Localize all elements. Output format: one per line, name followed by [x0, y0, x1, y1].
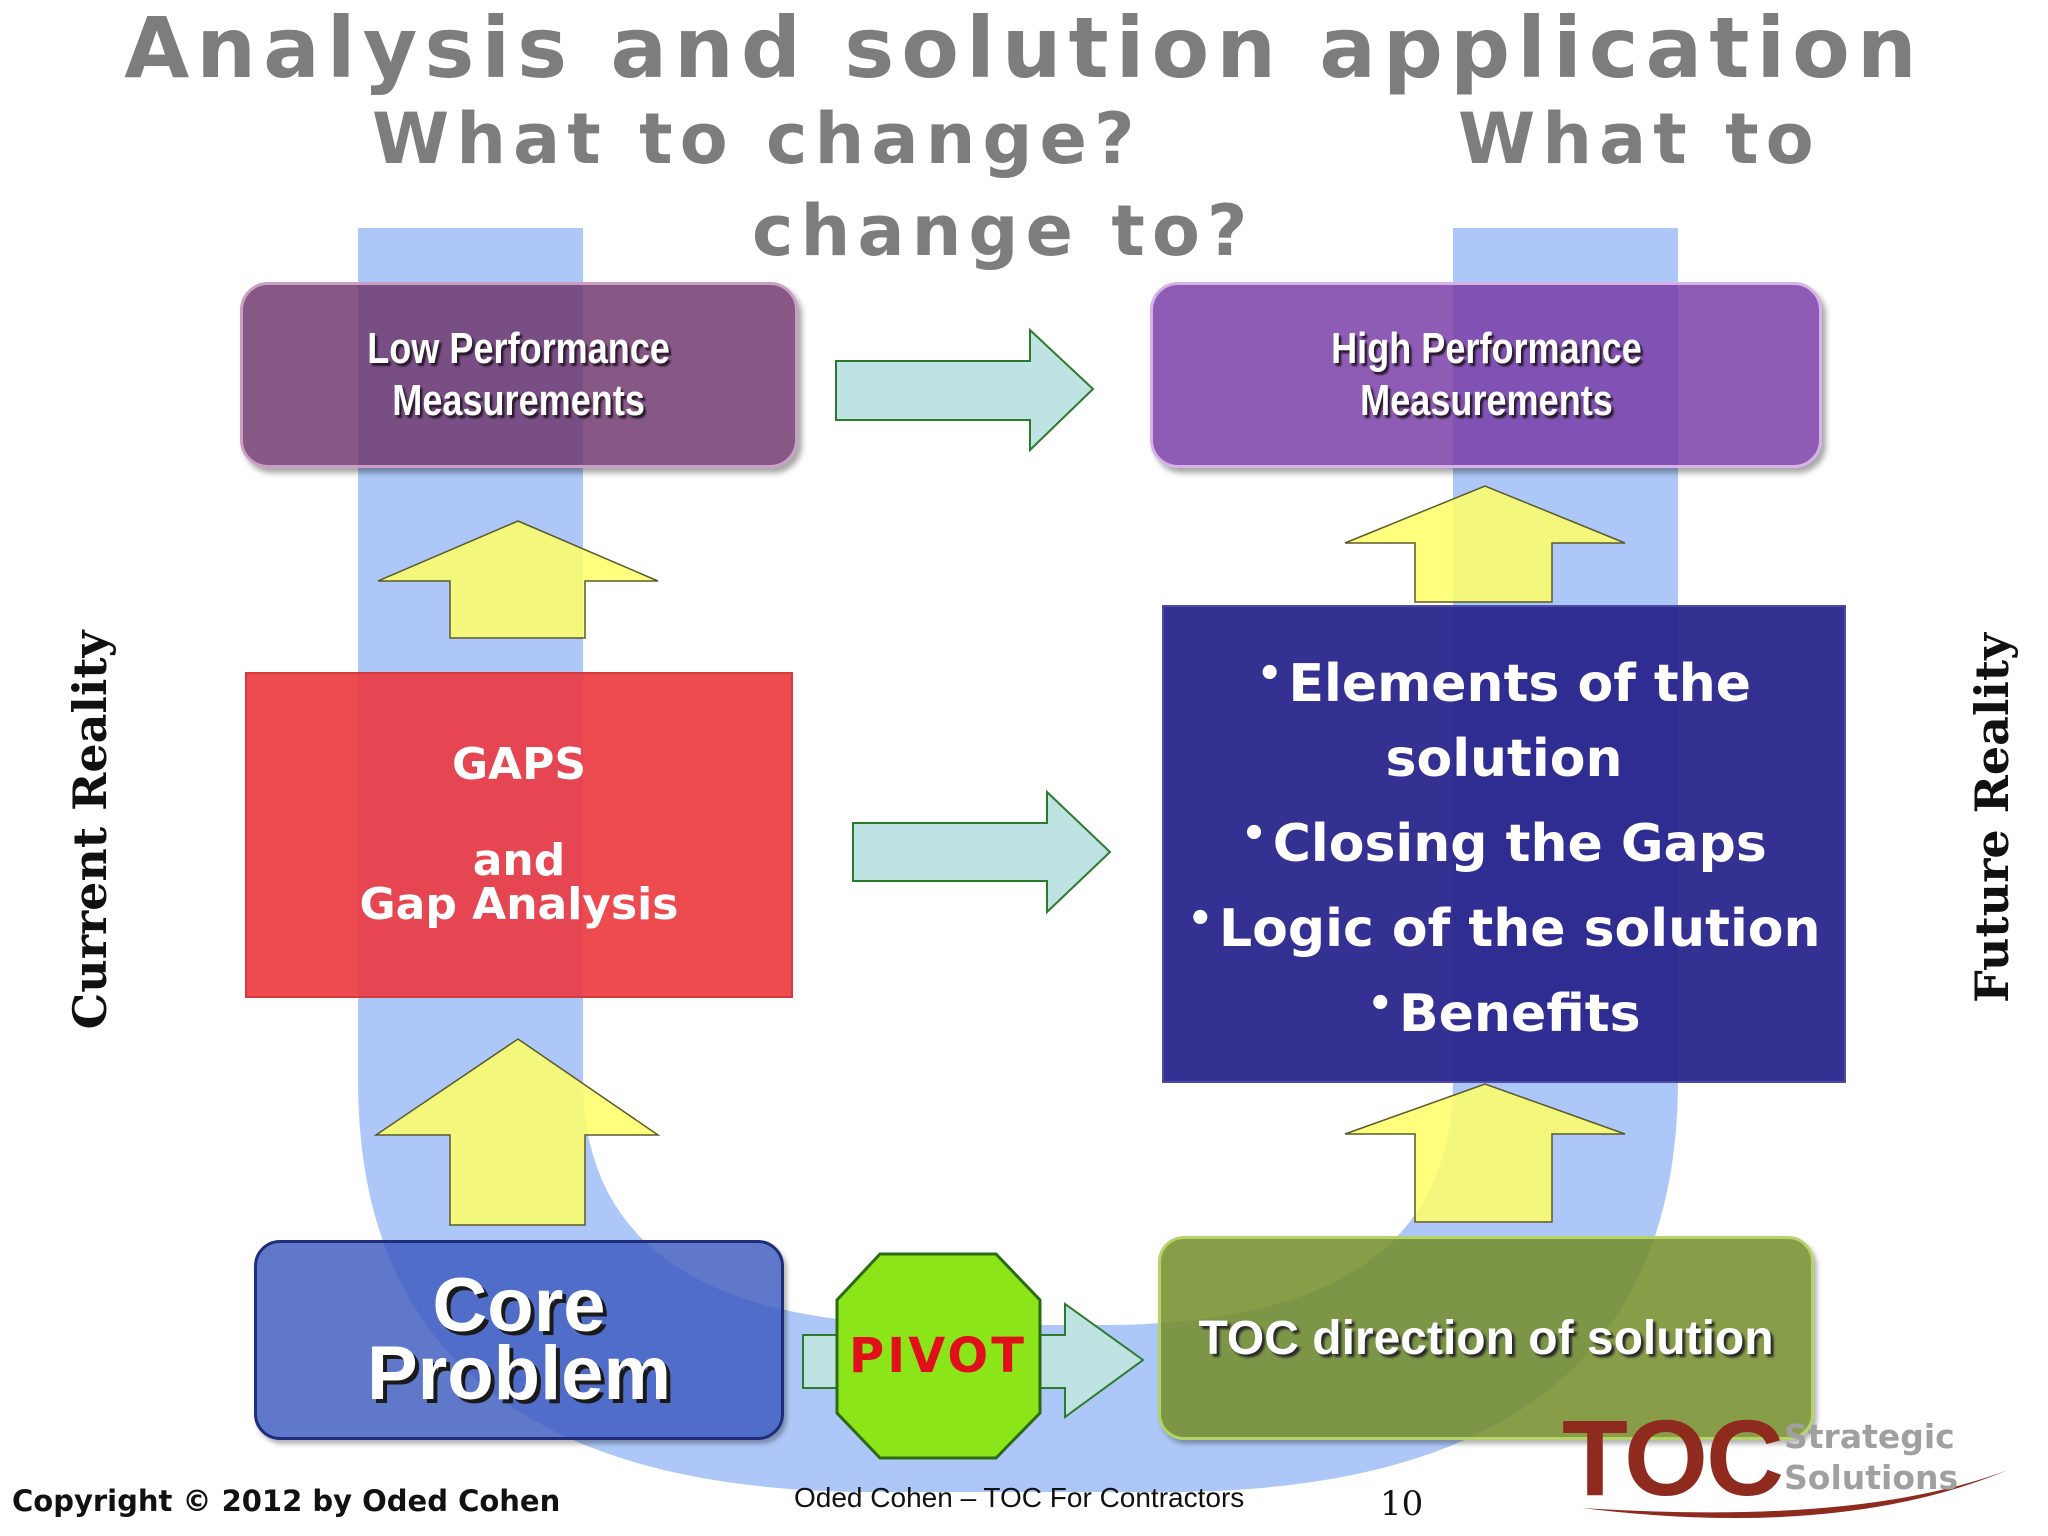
swoosh-icon [1582, 1470, 2008, 1519]
future-reality-label: Future Reality [1965, 633, 2019, 1003]
solution-list: •Elements of the solution •Closing the G… [1187, 637, 1820, 1052]
gaps-title: GAPS [451, 739, 587, 790]
question-what-to-change: What to change? [372, 98, 1142, 180]
solution-item-label: Closing the Gaps [1272, 813, 1767, 874]
copyright-text: Copyright © 2012 by Oded Cohen [12, 1484, 561, 1518]
gaps-box: GAPS and Gap Analysis [245, 672, 793, 998]
question-what-to-change-to-line1: What to [1458, 98, 1821, 180]
low-performance-box: Low Performance Measurements [240, 282, 798, 468]
page-number: 10 [1380, 1484, 1424, 1524]
core-problem-line2: Problem [366, 1331, 672, 1416]
solution-item-label: Elements of the [1288, 653, 1752, 714]
logo-line1: Strategic [1784, 1417, 1955, 1456]
question-what-to-change-to-line2: change to? [752, 190, 1255, 272]
logo-subtitle: Strategic Solutions [1784, 1416, 1958, 1498]
low-performance-line1: Low Performance [367, 324, 671, 373]
bullet-icon: • [1367, 980, 1394, 1027]
solution-item: •Logic of the solution [1187, 882, 1820, 967]
bullet-icon: • [1256, 650, 1283, 697]
up-arrow-icon [1344, 485, 1626, 603]
up-arrow-icon [1344, 1083, 1626, 1223]
logo-line2: Solutions [1784, 1458, 1959, 1497]
low-performance-line2: Measurements [392, 376, 646, 425]
toc-direction-label: TOC direction of solution [1198, 1311, 1774, 1365]
up-arrow-icon [377, 520, 659, 639]
solution-item-label: Logic of the solution [1219, 898, 1821, 959]
right-arrow-icon [835, 327, 1095, 453]
slide-title: Analysis and solution application [124, 0, 1924, 97]
gap-analysis-label: Gap Analysis [359, 879, 679, 930]
up-arrow-icon [373, 1038, 661, 1226]
bullet-icon: • [1187, 895, 1214, 942]
logo-toc: TOC [1562, 1397, 1784, 1518]
bullet-icon: • [1241, 810, 1267, 857]
solution-item-label-cont: solution [1385, 728, 1623, 789]
core-problem-line1: Core [432, 1263, 606, 1348]
solution-box: •Elements of the solution •Closing the G… [1162, 605, 1846, 1083]
pivot-label: PIVOT [849, 1328, 1027, 1384]
solution-item: •Closing the Gaps [1187, 797, 1820, 882]
high-performance-line1: High Performance [1330, 324, 1642, 373]
gaps-and: and [472, 835, 566, 886]
high-performance-line2: Measurements [1359, 376, 1613, 425]
right-arrow-icon [852, 789, 1112, 915]
toc-direction-box: TOC direction of solution [1158, 1236, 1814, 1440]
solution-item-label: Benefits [1399, 983, 1641, 1044]
solution-item: •Elements of the solution [1187, 637, 1820, 797]
pivot-octagon-icon [835, 1252, 1042, 1460]
solution-item: •Benefits [1187, 967, 1820, 1052]
footer-center-text: Oded Cohen – TOC For Contractors [794, 1482, 1245, 1513]
current-reality-label: Current Reality [63, 630, 117, 1030]
core-problem-box: Core Problem [254, 1240, 784, 1440]
high-performance-box: High Performance Measurements [1150, 282, 1822, 468]
